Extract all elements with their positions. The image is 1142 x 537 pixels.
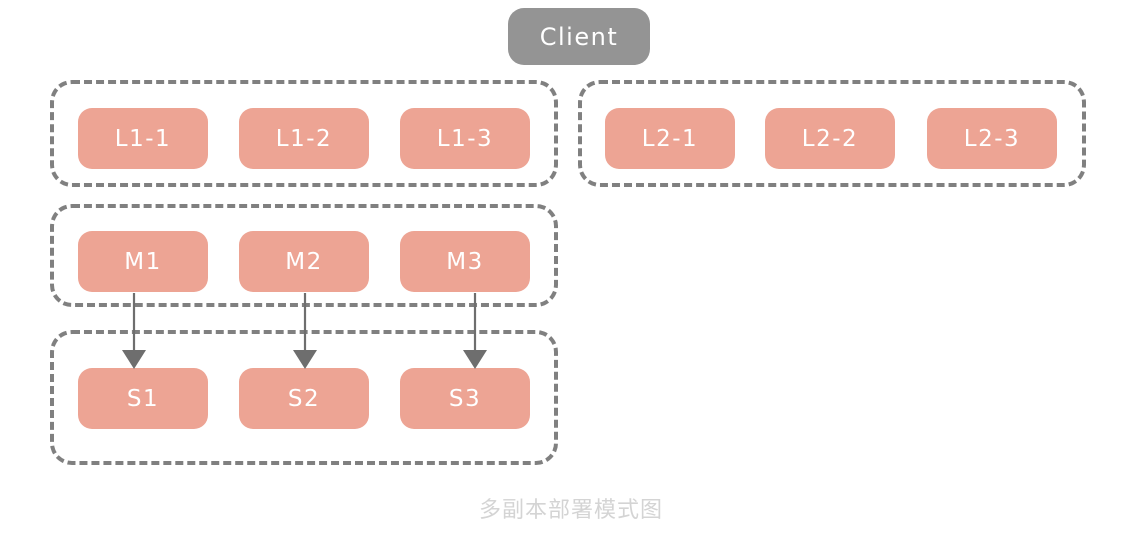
node-l2-3[interactable]: L2-3 xyxy=(927,108,1057,169)
node-m2[interactable]: M2 xyxy=(239,231,369,292)
node-s1[interactable]: S1 xyxy=(78,368,208,429)
node-l1-1[interactable]: L1-1 xyxy=(78,108,208,169)
group-l1 xyxy=(50,80,558,187)
group-l2 xyxy=(578,80,1086,187)
diagram-caption: 多副本部署模式图 xyxy=(478,498,663,523)
node-s2[interactable]: S2 xyxy=(239,368,369,429)
node-l2-1[interactable]: L2-1 xyxy=(605,108,735,169)
node-m1[interactable]: M1 xyxy=(78,231,208,292)
node-l1-2[interactable]: L1-2 xyxy=(239,108,369,169)
node-l1-3[interactable]: L1-3 xyxy=(400,108,530,169)
node-s3[interactable]: S3 xyxy=(400,368,530,429)
node-l2-2[interactable]: L2-2 xyxy=(765,108,895,169)
node-m3[interactable]: M3 xyxy=(400,231,530,292)
node-client[interactable]: Client xyxy=(508,8,650,65)
